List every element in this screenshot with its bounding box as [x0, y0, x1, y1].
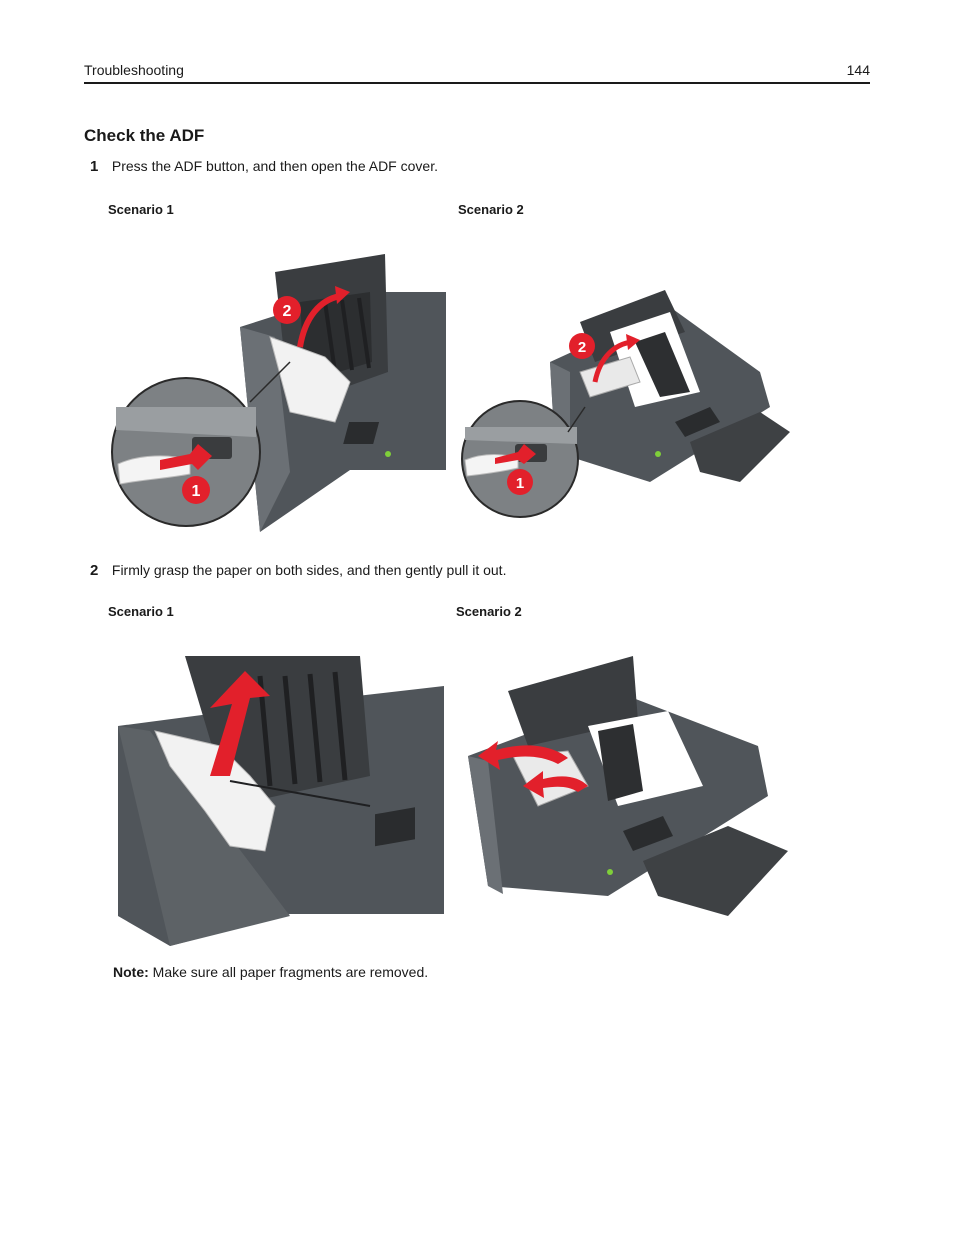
illustration-remove-paper-scenario-2	[458, 636, 794, 946]
step-text: Press the ADF button, and then open the …	[111, 158, 438, 174]
note-text: Make sure all paper fragments are remove…	[148, 964, 429, 980]
figure-caption: Scenario 2	[456, 604, 522, 619]
page-header: Troubleshooting 144	[84, 60, 870, 84]
step-2: 2 Firmly grasp the paper on both sides, …	[90, 562, 506, 579]
callout-2: 2	[578, 339, 586, 356]
step-number: 1	[90, 158, 99, 175]
figure-caption: Scenario 1	[108, 604, 174, 619]
note: Note: Make sure all paper fragments are …	[113, 964, 428, 980]
illustration-open-adf-scenario-2: 1 2	[460, 232, 796, 544]
step-1: 1 Press the ADF button, and then open th…	[90, 158, 438, 175]
callout-1: 1	[192, 483, 201, 500]
callout-1: 1	[516, 475, 524, 492]
illustration-open-adf-scenario-1: 1 2	[110, 232, 446, 544]
figure-caption: Scenario 1	[108, 202, 174, 217]
illustration-remove-paper-scenario-1	[110, 636, 446, 946]
callout-2: 2	[283, 303, 292, 320]
step-text: Firmly grasp the paper on both sides, an…	[111, 562, 507, 578]
page-number: 144	[846, 62, 870, 78]
section-heading: Check the ADF	[84, 126, 205, 145]
running-head: Troubleshooting	[84, 62, 184, 78]
step-number: 2	[90, 562, 99, 579]
note-label: Note:	[113, 964, 149, 980]
figure-caption: Scenario 2	[458, 202, 524, 217]
